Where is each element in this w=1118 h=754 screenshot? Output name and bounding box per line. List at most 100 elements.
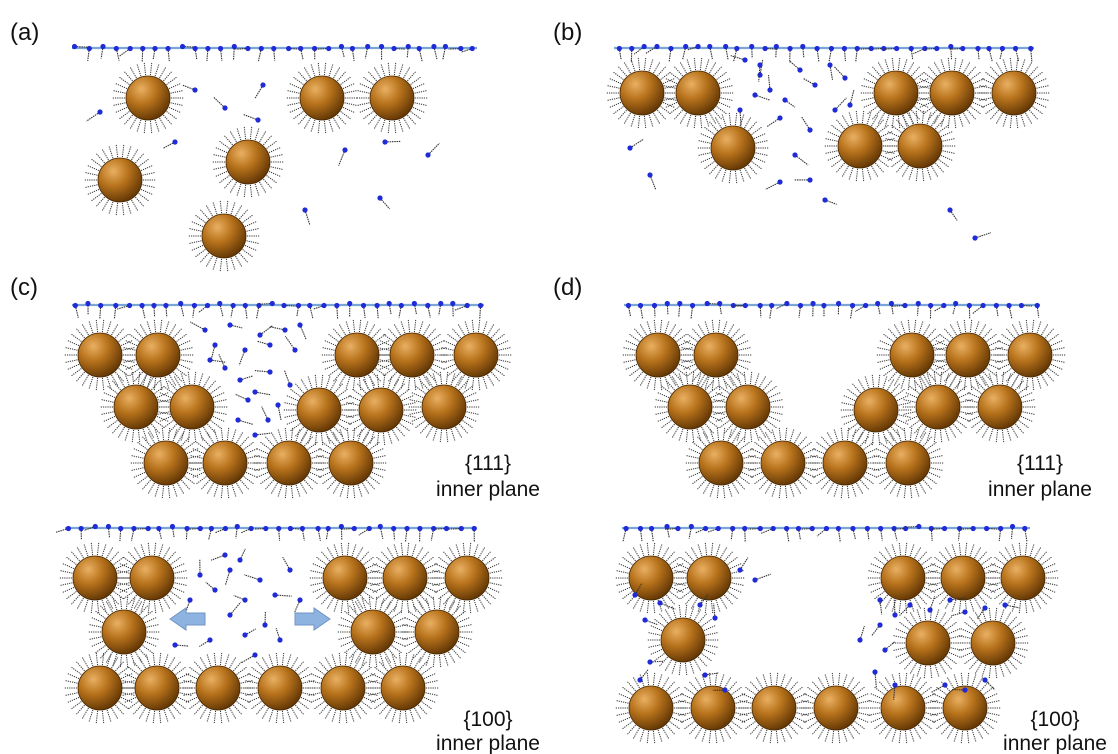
surfactant-molecule-icon <box>1018 302 1033 309</box>
surfactant-molecule-icon <box>864 525 870 541</box>
nanoparticle-icon <box>978 57 1050 129</box>
surfactant-molecule-icon <box>737 107 743 127</box>
surfactant-molecule-icon <box>959 525 976 532</box>
surfactant-molecule-icon <box>302 207 311 225</box>
surfactant-molecule-icon <box>252 432 272 438</box>
surfactant-molecule-icon <box>875 300 881 315</box>
surfactant-molecule-icon <box>858 45 874 52</box>
surfactant-molecule-icon <box>257 45 264 62</box>
surfactant-molecule-icon <box>627 138 644 151</box>
surfactant-molecule-icon <box>689 302 696 319</box>
nanoparticle-icon <box>88 596 160 668</box>
surfactant-molecule-icon <box>398 302 404 318</box>
surfactant-molecule-icon <box>668 45 674 63</box>
surfactant-molecule-icon <box>821 302 827 318</box>
plane-label-d-111-caption: inner plane <box>988 478 1092 501</box>
surfactant-molecule-icon <box>632 583 642 598</box>
surfactant-molecule-icon <box>243 113 261 123</box>
surfactant-molecule-icon <box>349 45 356 61</box>
nanoparticle-icon <box>647 604 719 676</box>
surfactant-molecule-icon <box>782 97 796 108</box>
surfactant-molecule-icon <box>275 628 283 643</box>
surfactant-molecule-icon <box>477 302 484 320</box>
arrow-left-icon <box>169 607 206 631</box>
nanoparticle-icon <box>401 596 473 668</box>
surfactant-molecule-icon <box>178 300 185 317</box>
surfactant-molecule-icon <box>151 302 157 317</box>
surfactant-molecule-icon <box>1009 523 1016 539</box>
nanoparticle-icon <box>369 542 441 614</box>
surfactant-molecule-icon <box>810 300 816 317</box>
surfactant-molecule-icon <box>152 45 158 60</box>
surfactant-molecule-icon <box>197 559 203 578</box>
surfactant-molecule-icon <box>165 45 171 62</box>
surfactant-molecule-icon <box>238 347 248 366</box>
surfactant-molecule-icon <box>391 45 406 52</box>
surfactant-molecule-icon <box>976 605 988 620</box>
surfactant-molecule-icon <box>208 525 214 541</box>
nanoparticle-icon <box>929 672 1001 744</box>
surfactant-molecule-icon <box>234 523 240 539</box>
nanoparticle-icon <box>654 371 726 443</box>
surfactant-molecule-icon <box>966 302 972 319</box>
surfactant-molecule-icon <box>888 300 895 315</box>
surfactant-molecule-icon <box>769 302 775 319</box>
arrows <box>169 607 331 631</box>
surfactant-molecule-icon <box>205 45 211 62</box>
nanoparticle-icon <box>315 427 387 499</box>
nanoparticle-icon <box>367 652 439 724</box>
surfactant-molecule-icon <box>172 642 189 648</box>
surfactant-molecule-icon <box>135 525 151 532</box>
nanoparticle-icon <box>747 427 819 499</box>
surfactant-molecule-icon <box>118 45 133 57</box>
nanoparticle-icon <box>927 542 999 614</box>
surfactant-molecule-icon <box>425 302 431 318</box>
surfactant-molecule-icon <box>218 354 228 371</box>
surfactant-molecule-icon <box>240 652 258 664</box>
surfactant-molecule-icon <box>189 525 203 532</box>
surfactant-molecule-icon <box>404 525 410 543</box>
surfactant-molecule-icon <box>854 45 860 62</box>
surfactant-molecule-icon <box>181 84 198 93</box>
surfactant-molecule-icon <box>374 302 380 319</box>
surfactant-molecule-icon <box>766 115 783 128</box>
surfactant-molecule-icon <box>915 300 921 316</box>
surfactant-molecule-icon <box>647 659 664 665</box>
surfactant-molecule-icon <box>113 45 120 61</box>
surfactant-molecules <box>55 43 1040 700</box>
plane-label-d-100-caption: inner plane <box>1003 732 1107 754</box>
surfactant-molecule-icon <box>882 45 900 52</box>
surfactant-molecule-icon <box>752 92 770 101</box>
surfactant-molecule-icon <box>191 302 197 318</box>
surfactant-molecule-icon <box>742 525 748 542</box>
nanoparticle-icon <box>987 542 1059 614</box>
surfactant-molecule-icon <box>454 302 470 311</box>
surfactant-molecule-icon <box>442 43 449 61</box>
surfactant-molecule-icon <box>789 60 803 73</box>
surfactant-molecule-icon <box>235 417 254 425</box>
panel-label-d: (d) <box>553 274 582 301</box>
surfactant-molecule-icon <box>850 525 857 540</box>
surfactant-molecule-icon <box>205 581 218 593</box>
nanoparticle-icon <box>356 62 428 134</box>
surfactant-molecule-icon <box>891 302 908 309</box>
surfactant-molecule-icon <box>284 335 298 353</box>
surfactant-molecule-icon <box>78 525 84 540</box>
nanoparticle-icon <box>685 427 757 499</box>
surfactant-molecule-icon <box>899 602 913 616</box>
surfactant-molecule-icon <box>629 45 635 62</box>
nanoparticle-icon <box>345 374 417 446</box>
surfactant-molecule-icon <box>784 525 790 542</box>
surfactant-molecule-icon <box>287 525 304 532</box>
surfactant-molecule-icon <box>235 45 251 52</box>
surfactant-molecule-icon <box>189 321 208 333</box>
nanoparticle-icon <box>824 110 896 182</box>
nanoparticle-icon <box>662 57 734 129</box>
nanoparticle-icon <box>673 542 745 614</box>
nanoparticle-icon <box>121 652 193 724</box>
nanoparticle-icon <box>189 427 261 499</box>
surfactant-molecule-icon <box>998 525 1004 542</box>
surfactant-molecule-icon <box>431 43 438 61</box>
surfactant-molecule-icon <box>731 302 748 309</box>
